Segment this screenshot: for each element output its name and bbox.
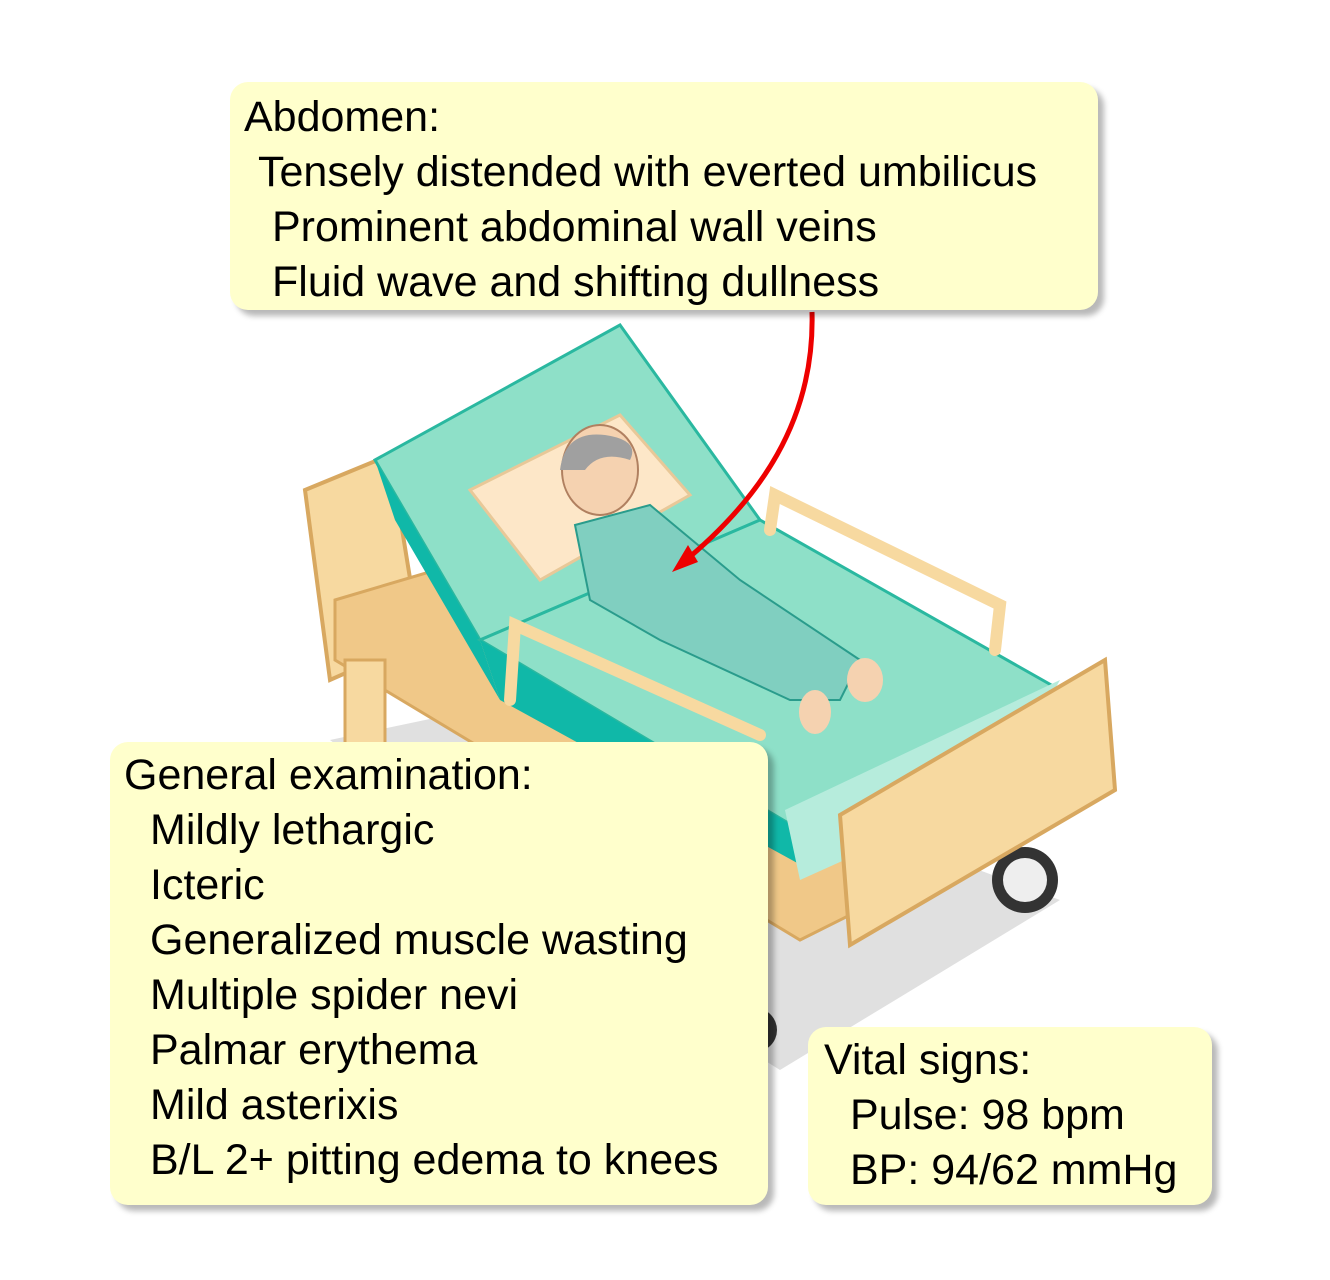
general-item: B/L 2+ pitting edema to knees bbox=[150, 1136, 719, 1184]
general-item: Multiple spider nevi bbox=[150, 971, 519, 1019]
abdomen-item: Prominent abdominal wall veins bbox=[272, 203, 877, 251]
vitals-item: Pulse: 98 bpm bbox=[850, 1091, 1125, 1139]
vitals-title: Vital signs: bbox=[824, 1036, 1032, 1084]
side-rail bbox=[504, 615, 766, 741]
general-item: Icteric bbox=[150, 861, 265, 909]
patient-foot bbox=[799, 690, 831, 734]
abdomen-title: Abdomen: bbox=[244, 93, 441, 141]
vitals-item: BP: 94/62 mmHg bbox=[850, 1146, 1178, 1194]
mattress-edge bbox=[375, 460, 500, 700]
abdomen-item: Tensely distended with everted umbilicus bbox=[258, 148, 1038, 196]
abdomen-item: Fluid wave and shifting dullness bbox=[272, 258, 880, 306]
patient-body bbox=[573, 503, 862, 701]
general-title: General examination: bbox=[124, 751, 533, 799]
abdomen-findings-box: Abdomen: Tensely distended with everted … bbox=[230, 82, 1098, 310]
general-item: Mild asterixis bbox=[150, 1081, 399, 1129]
general-item: Mildly lethargic bbox=[150, 806, 435, 854]
patient-foot bbox=[847, 658, 883, 702]
arrow-to-abdomen bbox=[678, 311, 815, 567]
patient-hair bbox=[560, 434, 633, 470]
general-examination-box: General examination: Mildly lethargic Ic… bbox=[110, 742, 768, 1205]
arrowhead-icon bbox=[672, 545, 698, 572]
general-item: Generalized muscle wasting bbox=[150, 916, 688, 964]
vital-signs-box: Vital signs: Pulse: 98 bpm BP: 94/62 mmH… bbox=[808, 1027, 1212, 1205]
footboard bbox=[837, 656, 1118, 949]
side-rail bbox=[764, 485, 1007, 656]
general-item: Palmar erythema bbox=[150, 1026, 478, 1074]
